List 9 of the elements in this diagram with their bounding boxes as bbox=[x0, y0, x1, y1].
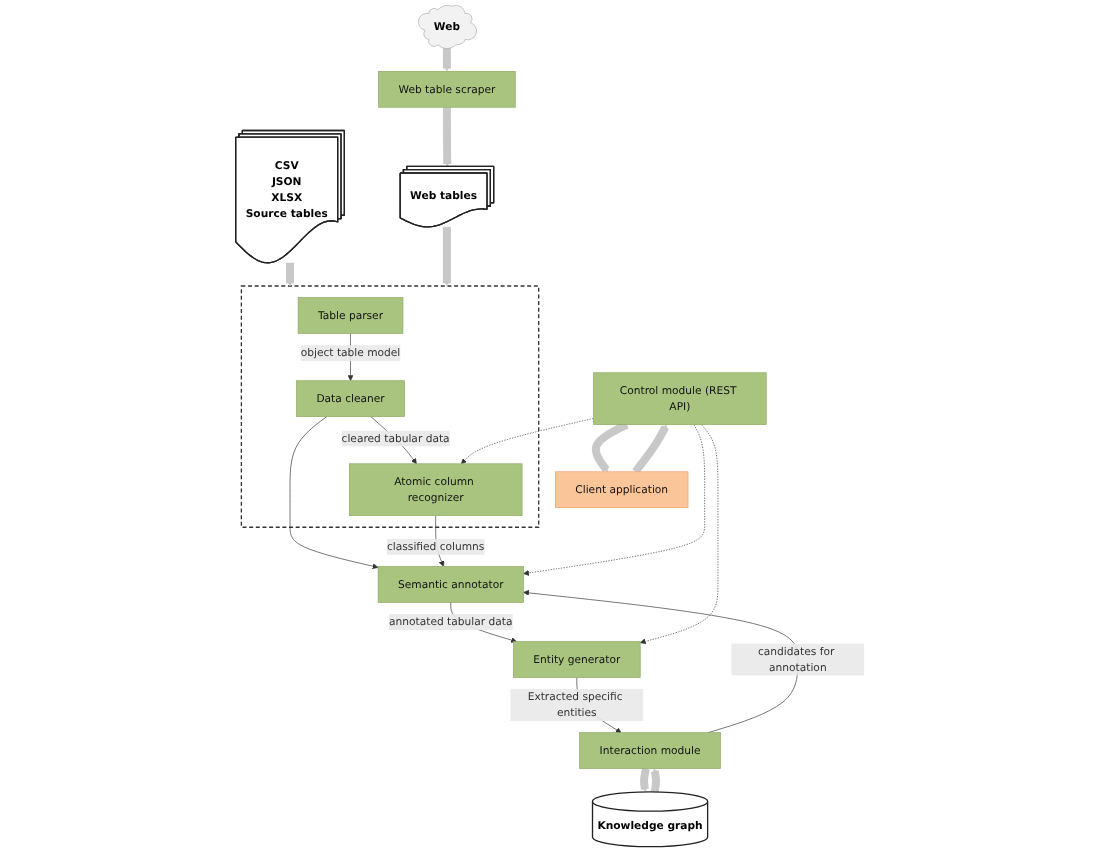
arrow bbox=[640, 766, 650, 793]
arrow bbox=[442, 105, 452, 167]
arrow bbox=[591, 421, 629, 473]
arrow bbox=[442, 46, 451, 72]
cluster bbox=[240, 285, 540, 528]
arrow bbox=[286, 260, 294, 287]
arrow bbox=[632, 424, 669, 475]
arrow bbox=[650, 768, 661, 794]
arrow bbox=[442, 226, 451, 287]
